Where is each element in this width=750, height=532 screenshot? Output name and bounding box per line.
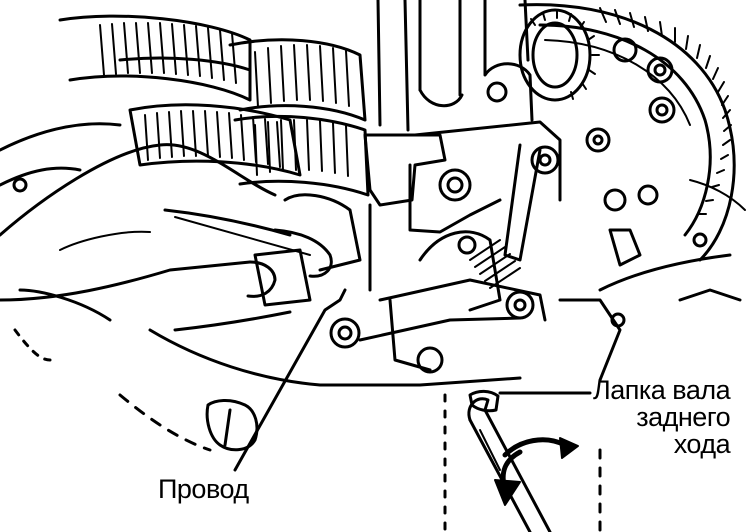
ring-gear — [518, 3, 736, 262]
shift-shaft — [376, 0, 534, 132]
bearing — [518, 8, 600, 102]
reverse-tab-leader — [468, 389, 592, 413]
shift-fork-assembly — [253, 120, 562, 374]
wire-leader — [174, 216, 347, 472]
reverse-shaft-tab-label: Лапка вала заднего хода — [593, 375, 731, 459]
transmission-case — [0, 122, 746, 532]
reverse-shaft-tab-label-line3: хода — [673, 429, 731, 459]
reverse-shaft-tab-label-line1: Лапка вала — [593, 375, 731, 405]
screwdriver — [467, 397, 552, 532]
gear-stack — [58, 14, 370, 197]
wire-label: Провод — [158, 474, 249, 504]
hand — [0, 143, 333, 332]
reverse-shaft-tab-label-line2: заднего — [636, 402, 731, 432]
rotation-arrow-icon — [494, 437, 579, 506]
